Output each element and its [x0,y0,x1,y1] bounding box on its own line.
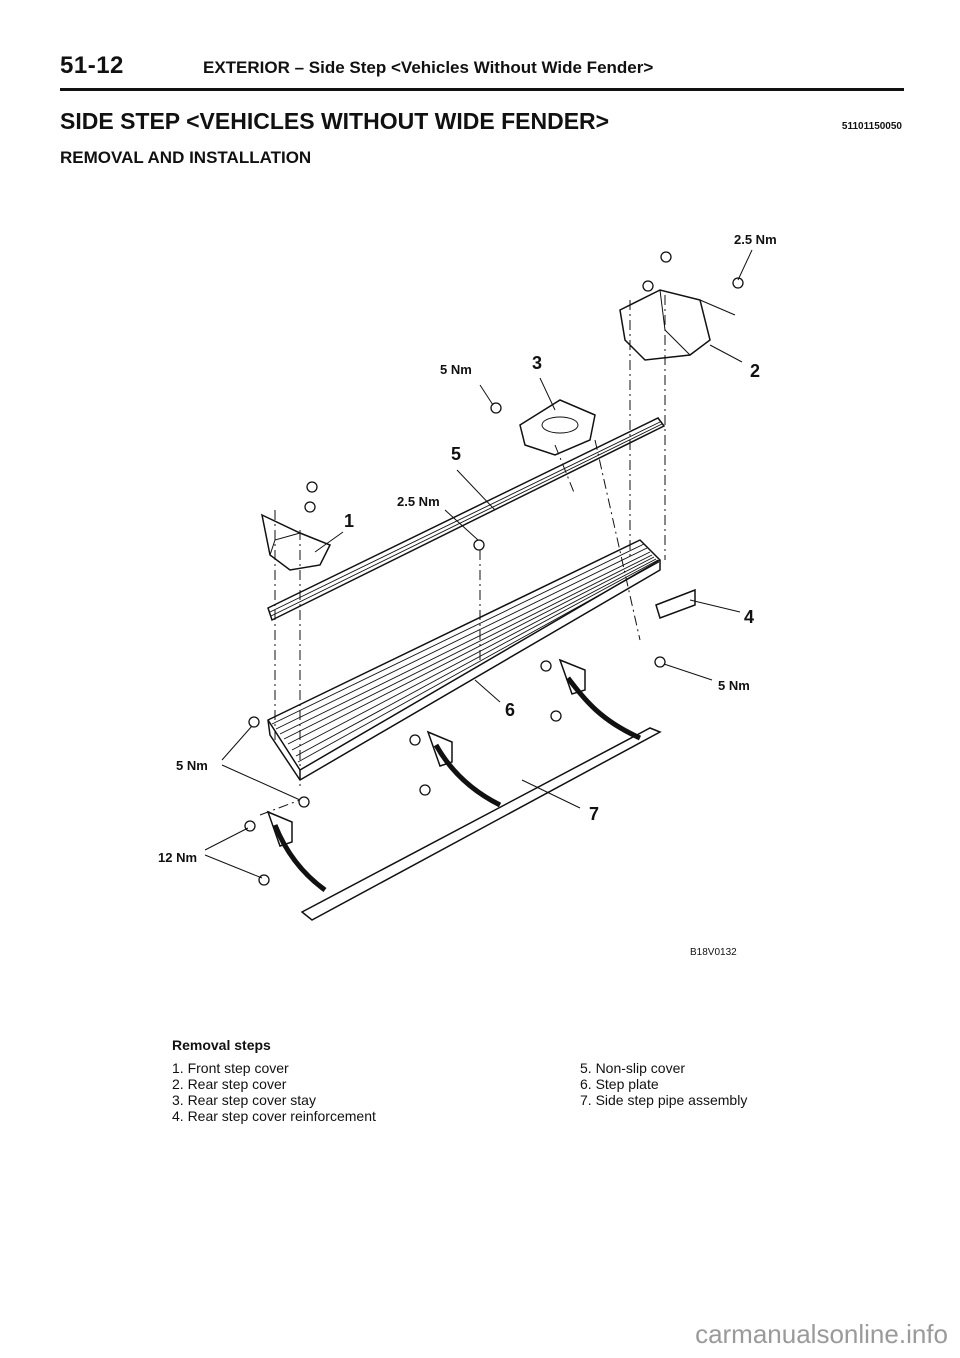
bolt-icon [540,660,552,672]
fasteners [244,251,744,886]
bolt-icon [654,656,666,668]
front-step-cover [260,513,332,571]
list-item: 1. Front step cover [172,1060,289,1076]
watermark: carmanualsonline.info [695,1319,948,1349]
step-plate-ribs [271,543,660,763]
callout-3: 3 [532,353,542,373]
section-title: SIDE STEP <VEHICLES WITHOUT WIDE FENDER> [60,108,610,134]
bolt-icon [490,402,502,414]
non-slip-cover [267,417,666,622]
torque-reinforcement: 5 Nm [718,678,750,693]
bolt-icon [642,280,654,292]
list-item: 2. Rear step cover [172,1076,287,1092]
bolt-icon [550,710,562,722]
rear-step-cover-reinforcement [655,588,696,619]
list-item: 7. Side step pipe assembly [580,1092,748,1108]
bolt-icon [298,796,310,808]
bolt-icon [306,481,318,493]
alignment-lines [259,295,666,816]
leader-lines [204,249,753,879]
running-header-title: EXTERIOR – Side Step <Vehicles Without W… [203,58,654,77]
bolt-icon [473,539,485,551]
bolt-icon [258,874,270,886]
step-plate [267,539,661,771]
removal-steps-heading: Removal steps [172,1037,271,1053]
pipe-bracket-rear [566,676,642,741]
document-code: 51101150050 [841,121,902,132]
torque-front-bottom: 5 Nm [176,758,208,773]
figure-code: B18V0132 [690,947,737,958]
callout-4: 4 [744,607,754,627]
list-item: 5. Non-slip cover [580,1060,686,1076]
removal-steps-right: 5. Non-slip cover 6. Step plate 7. Side … [580,1060,747,1108]
pipe-bracket-center [433,743,502,808]
callout-6: 6 [505,700,515,720]
bolt-icon [248,716,260,728]
rear-step-cover-stay [519,399,596,456]
bolt-icon [244,820,256,832]
torque-center: 2.5 Nm [397,494,440,509]
exploded-view-diagram: 2 3 5 1 4 6 7 2.5 Nm 5 Nm 2.5 Nm 5 Nm 5 … [158,232,777,958]
bolt-icon [732,277,744,289]
callout-2: 2 [750,361,760,381]
list-item: 4. Rear step cover reinforcement [172,1108,376,1124]
header-rule [60,88,904,91]
callout-1: 1 [344,511,354,531]
bolt-icon [660,251,672,263]
torque-top-right: 2.5 Nm [734,232,777,247]
list-item: 3. Rear step cover stay [172,1092,316,1108]
pipe-bracket-front [272,824,327,893]
callout-7: 7 [589,804,599,824]
bolt-icon [409,734,421,746]
side-step-pipe [300,727,662,921]
rear-step-cover [619,289,711,361]
page-number: 51-12 [60,52,124,79]
torque-stay: 5 Nm [440,362,472,377]
torque-bracket: 12 Nm [158,850,197,865]
callout-5: 5 [451,444,461,464]
list-item: 6. Step plate [580,1076,659,1092]
removal-steps-left: 1. Front step cover 2. Rear step cover 3… [172,1060,376,1124]
bolt-icon [304,501,316,513]
bolt-icon [419,784,431,796]
section-subtitle: REMOVAL AND INSTALLATION [60,148,312,167]
